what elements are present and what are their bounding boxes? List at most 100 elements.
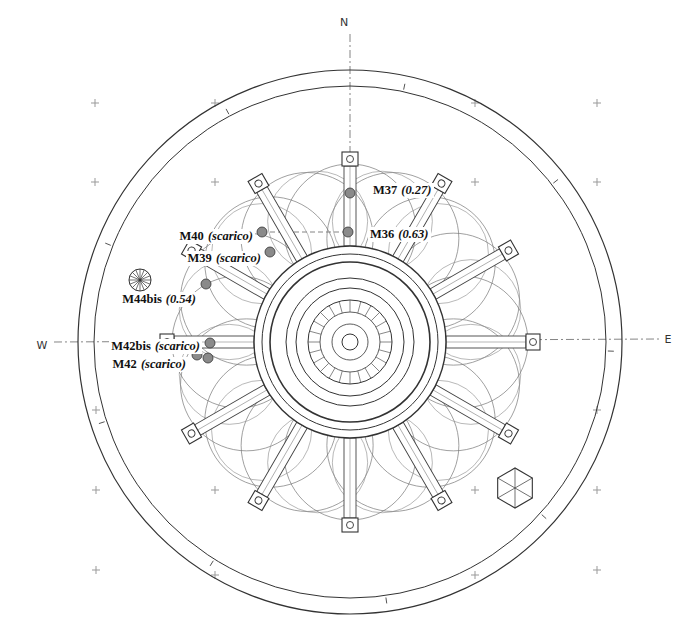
radial-arm <box>446 334 540 350</box>
core-spoke <box>379 331 391 334</box>
core-spoke <box>358 301 361 313</box>
point-name: M37 <box>373 183 397 198</box>
core-spoke <box>365 306 371 316</box>
point-label: M44bis(0.54) <box>120 292 198 307</box>
core-spoke <box>314 321 324 327</box>
grid-marks <box>91 99 601 579</box>
hexagon-symbol <box>498 468 533 508</box>
radial-arm <box>342 438 358 532</box>
core-ring <box>296 288 404 396</box>
outer-ring <box>78 70 622 614</box>
measure-point <box>203 353 213 363</box>
core-spoke <box>350 300 351 312</box>
arm-head <box>248 173 269 193</box>
central-core <box>254 246 446 438</box>
core-spoke <box>379 350 391 353</box>
point-label: M42bis (scarico) <box>109 339 202 354</box>
arm-beam <box>257 187 307 262</box>
point-name: M36 <box>370 227 394 242</box>
arm-pivot <box>504 246 514 256</box>
point-label: M39 (scarico) <box>186 251 263 266</box>
core-spoke <box>350 372 351 384</box>
arm-pivot <box>254 496 264 506</box>
core-spoke <box>339 301 342 313</box>
core-spoke <box>380 342 392 343</box>
wheel-symbol <box>129 269 151 291</box>
core-ring <box>286 278 414 406</box>
arm-axis <box>433 254 502 294</box>
grid-plus <box>92 406 100 414</box>
arm-axis <box>398 425 438 494</box>
grid-plus <box>593 178 601 186</box>
measure-point <box>265 247 275 257</box>
radial-arm <box>429 383 518 444</box>
point-value: (0.54) <box>166 292 196 307</box>
measure-point <box>201 279 211 289</box>
core-spoke <box>309 331 321 334</box>
arm-pivot <box>437 496 447 506</box>
radial-arm <box>391 421 452 510</box>
radial-arm <box>429 240 518 301</box>
arm-beam <box>430 249 505 299</box>
ring-tick <box>210 561 213 566</box>
hexagon-diagonal <box>498 478 533 498</box>
compass-letter: W <box>37 338 48 353</box>
arm-beam <box>344 438 356 518</box>
arm-beam <box>446 336 526 348</box>
measure-point <box>205 338 215 348</box>
point-label: M37(0.27) <box>371 183 434 198</box>
tank-rings <box>78 70 622 614</box>
ring-tick <box>99 422 105 424</box>
arm-head <box>342 152 358 166</box>
point-value: (scarico) <box>216 251 261 266</box>
compass-letter: N <box>340 15 348 30</box>
arm-beam <box>393 187 443 262</box>
arm-beam <box>195 385 270 435</box>
grid-plus <box>593 486 601 494</box>
radial-arm <box>248 421 309 510</box>
arm-pivot <box>347 522 354 529</box>
point-name: M40 <box>180 229 204 244</box>
point-label: M36(0.63) <box>368 227 431 242</box>
core-spoke <box>320 363 328 371</box>
arm-axis <box>433 390 502 430</box>
grid-plus <box>593 99 601 107</box>
arm-beam <box>257 422 307 497</box>
arm-pivot <box>187 429 197 439</box>
point-value: (scarico) <box>141 357 186 372</box>
core-spoke <box>329 368 335 378</box>
arm-axis <box>198 390 267 430</box>
arm-head <box>498 423 518 444</box>
grid-plus <box>471 571 479 579</box>
ring-tick <box>608 351 614 352</box>
ring-tick <box>385 597 387 603</box>
arm-head <box>431 173 452 193</box>
ring-tick <box>105 243 111 245</box>
grid-plus <box>471 178 479 186</box>
point-label: M40(scarico) <box>178 229 255 244</box>
arm-beam <box>393 422 443 497</box>
point-value: (scarico) <box>155 339 200 354</box>
point-name: M42 <box>113 357 137 372</box>
rosette-lines <box>172 164 528 520</box>
arm-pivot <box>504 429 514 439</box>
grid-plus <box>91 178 99 186</box>
core-spoke <box>371 363 379 371</box>
core-spoke <box>376 357 386 363</box>
core-ring <box>262 254 438 430</box>
core-spoke <box>309 350 321 353</box>
core-spoke <box>314 357 324 363</box>
grid-plus <box>211 178 219 186</box>
grid-plus <box>92 566 100 574</box>
point-name: M39 <box>188 251 212 266</box>
grid-plus <box>593 566 601 574</box>
core-spoke <box>376 321 386 327</box>
point-name: M42bis <box>111 339 151 354</box>
arm-head <box>498 240 518 261</box>
grid-plus <box>211 486 219 494</box>
arm-head <box>342 518 358 532</box>
core-spoke <box>371 312 379 320</box>
